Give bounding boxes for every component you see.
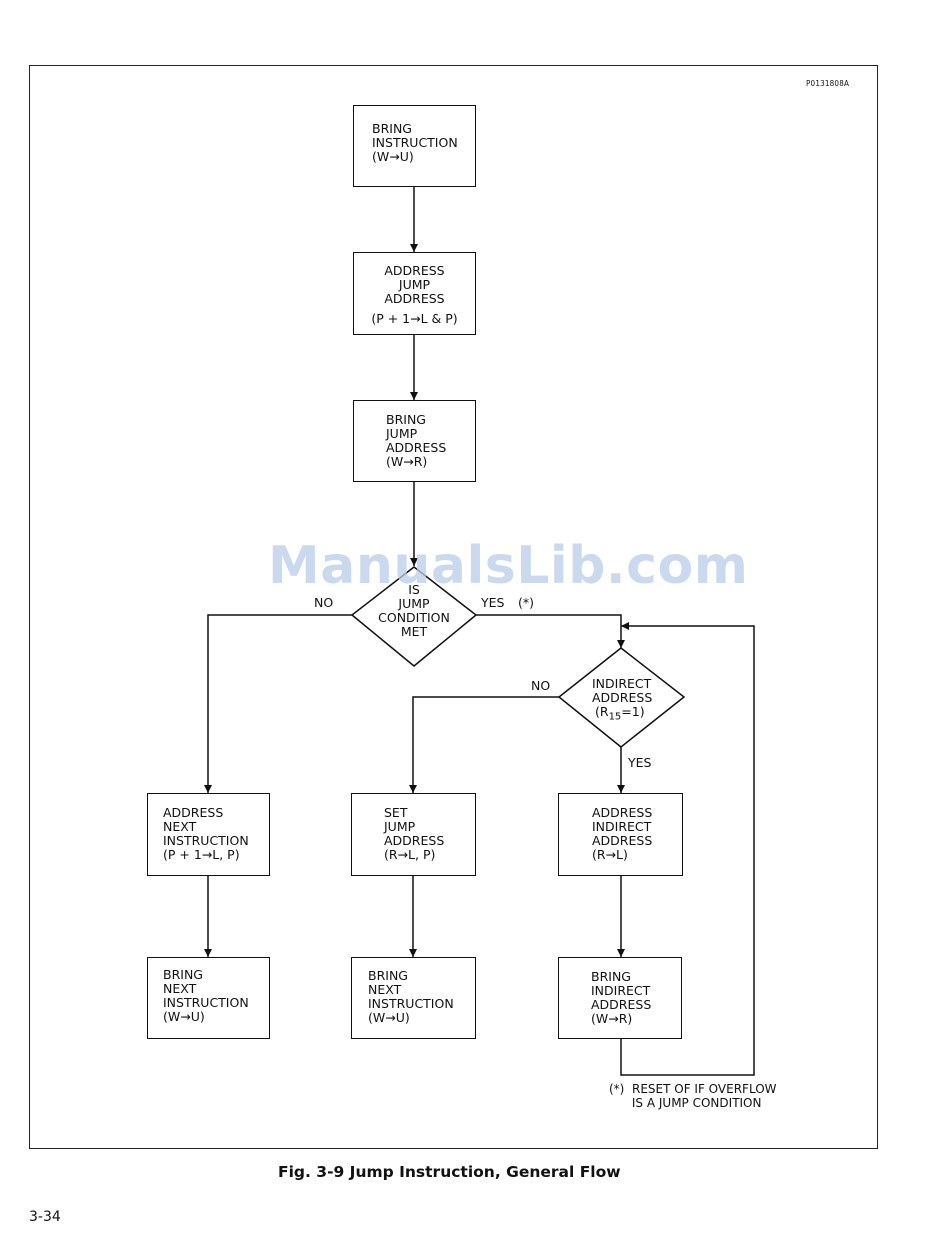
arrow-loop-back xyxy=(620,622,755,1076)
watermark: ManualsLib.com xyxy=(268,536,749,596)
box-bring-instruction-text: BRING INSTRUCTION (W→U) xyxy=(372,121,458,164)
box-bring-next-instruction-left-text: BRING NEXT INSTRUCTION (W→U) xyxy=(163,967,249,1024)
box-address-jump-address: ADDRESS JUMP ADDRESS (P + 1→L & P) xyxy=(353,252,476,335)
box-bring-instruction: BRING INSTRUCTION (W→U) xyxy=(353,105,476,187)
box-set-jump-address-text: SET JUMP ADDRESS (R→L, P) xyxy=(384,805,445,862)
box-bring-next-instruction-mid: BRING NEXT INSTRUCTION (W→U) xyxy=(351,957,476,1039)
footnote: (*) RESET OF IF OVERFLOW IS A JUMP CONDI… xyxy=(609,1082,777,1110)
box-bring-next-instruction-left: BRING NEXT INSTRUCTION (W→U) xyxy=(147,957,270,1039)
label-no-indirect: NO xyxy=(531,678,551,693)
decision-jump-condition xyxy=(350,566,478,667)
decision-jump-condition-text: IS JUMP CONDITION MET xyxy=(378,582,450,639)
r-tail: =1) xyxy=(621,704,645,719)
box-address-next-instruction-text: ADDRESS NEXT INSTRUCTION (P + 1→L, P) xyxy=(163,805,249,862)
label-yes-jump-mark: (*) xyxy=(518,595,535,610)
label-no-jump: NO xyxy=(314,595,334,610)
arrow-no-to-address-next xyxy=(204,614,352,793)
arrow-yes-to-indirect xyxy=(476,614,625,648)
page-number: 3-34 xyxy=(29,1209,61,1225)
r-subscript: 15 xyxy=(608,711,622,723)
figure-caption: Fig. 3-9 Jump Instruction, General Flow xyxy=(278,1163,621,1181)
decision-indirect-address xyxy=(557,647,686,748)
decision-indirect-address-text: INDIRECT ADDRESS xyxy=(592,676,653,705)
box-bring-next-instruction-mid-text: BRING NEXT INSTRUCTION (W→U) xyxy=(368,968,454,1025)
box-bring-jump-address: BRING JUMP ADDRESS (W→R) xyxy=(353,400,476,482)
label-yes-jump: YES xyxy=(481,595,505,610)
box-bring-indirect-address-text: BRING INDIRECT ADDRESS (W→R) xyxy=(591,969,652,1026)
box-address-indirect-address: ADDRESS INDIRECT ADDRESS (R→L) xyxy=(558,793,683,876)
box-address-next-instruction: ADDRESS NEXT INSTRUCTION (P + 1→L, P) xyxy=(147,793,270,876)
box-address-jump-address-formula: (P + 1→L & P) xyxy=(371,311,458,326)
r-label: (R xyxy=(595,704,609,719)
decision-indirect-address-condition: (R15=1) xyxy=(595,705,645,725)
label-yes-indirect: YES xyxy=(628,755,652,770)
arrow-no-to-set-jump xyxy=(409,696,559,793)
box-bring-indirect-address: BRING INDIRECT ADDRESS (W→R) xyxy=(558,957,682,1039)
drawing-code: P0131808A xyxy=(806,79,850,88)
box-address-jump-address-text: ADDRESS JUMP ADDRESS xyxy=(384,263,445,306)
figure-frame xyxy=(29,65,878,1149)
box-bring-jump-address-text: BRING JUMP ADDRESS (W→R) xyxy=(386,412,447,469)
box-address-indirect-address-text: ADDRESS INDIRECT ADDRESS (R→L) xyxy=(592,805,653,862)
box-set-jump-address: SET JUMP ADDRESS (R→L, P) xyxy=(351,793,476,876)
